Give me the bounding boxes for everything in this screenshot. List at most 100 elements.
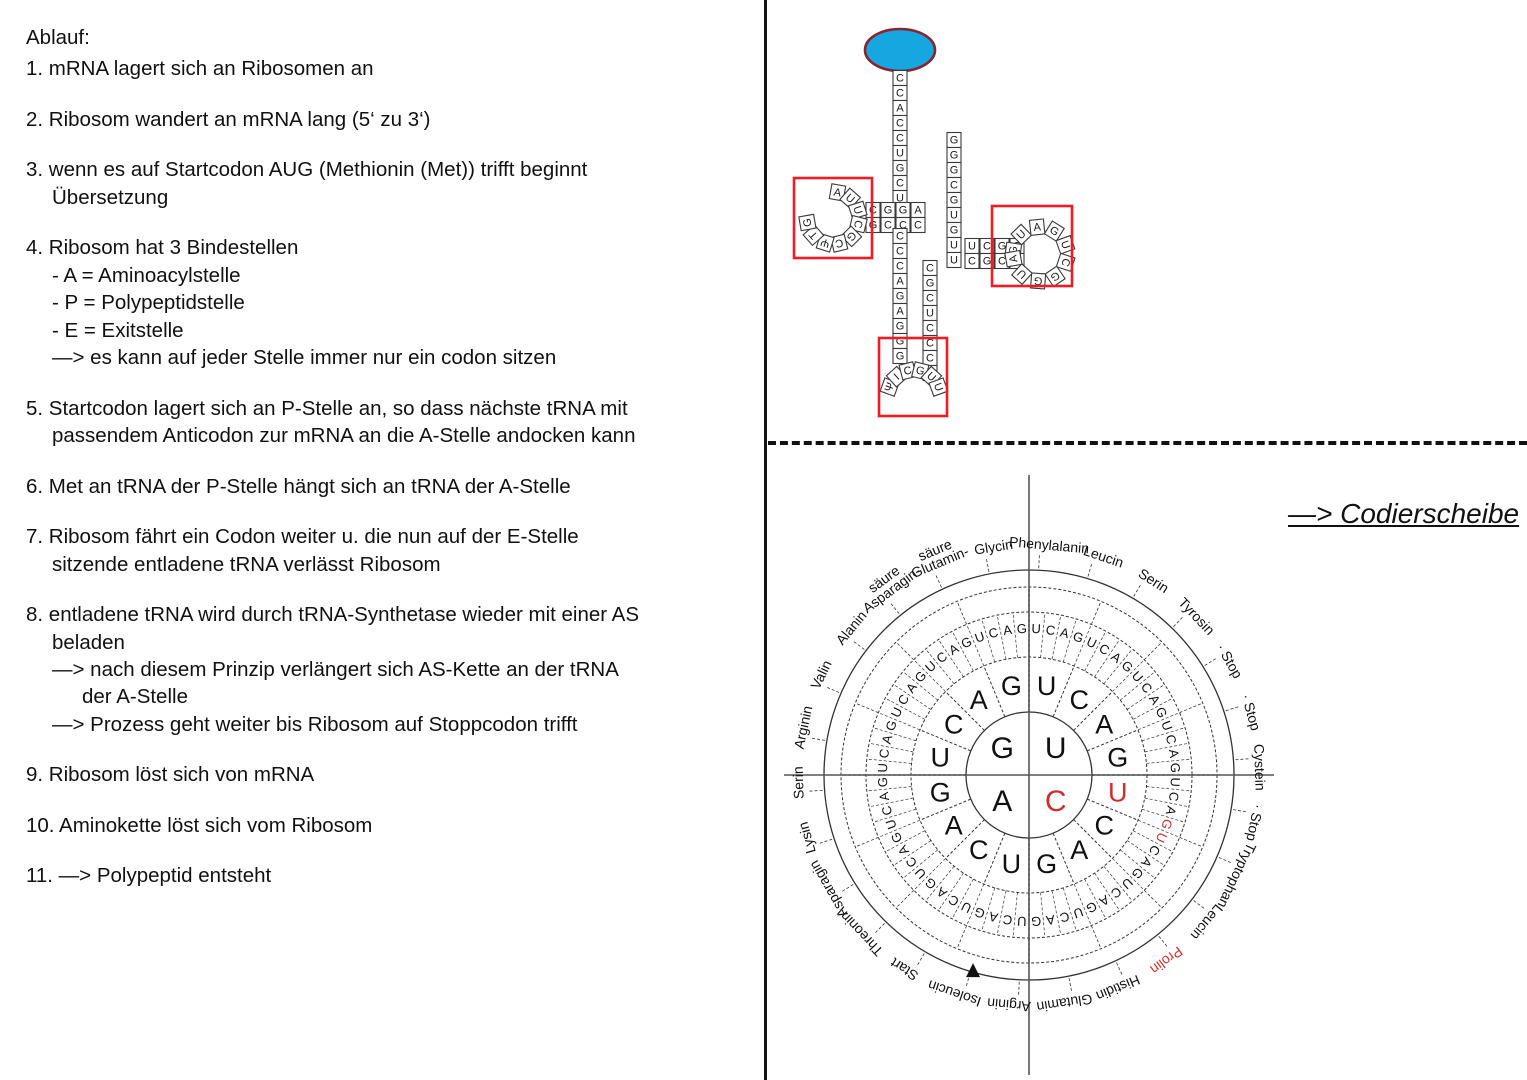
svg-text:A: A [833, 186, 843, 199]
svg-text:C: C [896, 261, 904, 273]
procedure-step: 9. Ribosom löst sich von mRNA [26, 761, 748, 788]
wheel-label: C [1108, 884, 1124, 902]
svg-text:U: U [931, 381, 945, 393]
step-first-line: 5. Startcodon lagert sich an P-Stelle an… [26, 396, 628, 420]
wheel-label: C [876, 748, 892, 759]
wheel-label: A [1146, 692, 1163, 707]
svg-text:G: G [950, 195, 959, 207]
wheel-label: G [972, 904, 987, 922]
horizontal-dashed-divider [768, 441, 1527, 445]
svg-text:C: C [899, 220, 907, 232]
svg-text:C: C [834, 236, 845, 250]
amino-acid-label: Glutamin [1036, 991, 1094, 1015]
wheel-label: C [1058, 909, 1071, 926]
wheel-label: A [946, 641, 961, 658]
svg-text:U: U [850, 205, 864, 216]
amino-acid-label: Serin [1136, 565, 1172, 596]
wheel-label: G [930, 778, 951, 808]
svg-text:U: U [896, 193, 904, 205]
codierscheibe-title: —> Codierscheibe [1288, 498, 1520, 529]
svg-text:C: C [926, 293, 934, 305]
wheel-label: U [922, 658, 939, 675]
wheel-label: G [1031, 914, 1042, 929]
svg-text:A: A [1033, 221, 1042, 234]
wheel-label: A [895, 842, 912, 857]
step-wrapped-line: Übersetzung [52, 185, 169, 209]
step-first-line: 4. Ribosom hat 3 Bindestellen [26, 236, 299, 260]
step-sub-line: - A = Aminoacylstelle [52, 263, 241, 287]
step-first-line: 2. Ribosom wandert an mRNA lang (5‘ zu 3… [26, 107, 431, 131]
step-first-line: 11. —> Polypeptid entsteht [26, 864, 272, 888]
wheel-label: A [1096, 892, 1111, 909]
step-wrapped-line: sitzende entladene tRNA verlässt Ribosom [52, 552, 441, 576]
wheel-label: U [1108, 778, 1128, 808]
wheel-label: C [987, 624, 1000, 641]
svg-text:C: C [896, 133, 904, 145]
amino-acid-label: Serin [790, 766, 807, 799]
step-sub-line: —> es kann auf jeder Stelle immer nur ei… [52, 346, 557, 370]
wheel-label: U [1017, 914, 1027, 929]
wheel-label: U [875, 763, 890, 773]
svg-text:G: G [950, 135, 959, 147]
svg-text:C: C [998, 256, 1006, 268]
wheel-label: A [1059, 625, 1071, 642]
acceptor-stem-left: CCACCUGCUC [892, 69, 908, 222]
step-sub-line: —> Prozess geht weiter bis Ribosom auf S… [52, 712, 578, 736]
wheel-label: C [1166, 791, 1182, 802]
wheel-label: A [987, 909, 999, 926]
svg-text:U: U [1058, 239, 1072, 251]
svg-text:C: C [896, 231, 904, 243]
highlight-box-d-loop [877, 336, 949, 418]
svg-text:G: G [896, 336, 905, 348]
amino-acid-label: Phenylalanin [1009, 533, 1090, 556]
wheel-label: C [1070, 685, 1090, 715]
amino-acid-label: Asparagin [806, 858, 851, 921]
wheel-label: G [991, 732, 1014, 765]
svg-text:U: U [968, 241, 976, 253]
svg-text:C: C [926, 323, 934, 335]
wheel-label: C [1045, 622, 1056, 638]
amino-acid-label: Alanin [832, 608, 869, 648]
procedure-step: 7. Ribosom fährt ein Codon weiter u. die… [26, 523, 748, 578]
svg-text:G: G [896, 321, 905, 333]
svg-text:G: G [950, 150, 959, 162]
svg-text:C: C [926, 338, 934, 350]
svg-text:C: C [983, 241, 991, 253]
step-first-line: 8. entladene tRNA wird durch tRNA-Synthe… [26, 603, 640, 627]
procedure-heading: Ablauf: [26, 26, 90, 49]
svg-text:G: G [983, 256, 992, 268]
svg-text:C: C [1058, 257, 1072, 268]
procedure-step: 3. wenn es auf Startcodon AUG (Methionin… [26, 156, 748, 211]
wheel-label: A [1163, 805, 1180, 817]
amino-acid-label: Leucin [1082, 542, 1126, 570]
step-first-line: 3. wenn es auf Startcodon AUG (Methionin… [26, 158, 588, 182]
wheel-label: U [912, 865, 929, 882]
svg-text:C: C [851, 219, 865, 230]
wheel-label: A [1070, 835, 1088, 865]
svg-text:U: U [896, 148, 904, 160]
wheel-label: A [876, 791, 892, 802]
step-sub-line: - P = Polypeptidstelle [52, 291, 245, 315]
wheel-label: C [1163, 733, 1180, 746]
svg-text:G: G [950, 225, 959, 237]
procedure-step: 11. —> Polypeptid entsteht [26, 862, 748, 889]
svg-text:U: U [950, 255, 958, 267]
wheel-label: G [1001, 671, 1022, 701]
step-sub-line: —> nach diesem Prinzip verlängert sich A… [52, 657, 619, 681]
wheel-label: A [970, 685, 988, 715]
procedure-step: 4. Ribosom hat 3 Bindestellen - A = Amino… [26, 234, 748, 371]
wheel-label: U [1045, 732, 1067, 765]
procedure-step: 8. entladene tRNA wird durch tRNA-Synthe… [26, 601, 748, 738]
amino-acid-label: Tyrosin [1175, 594, 1218, 638]
svg-text:G: G [926, 278, 935, 290]
procedure-step: 6. Met an tRNA der P-Stelle hängt sich a… [26, 473, 748, 500]
wheel-label: G [882, 718, 900, 733]
svg-text:C: C [968, 256, 976, 268]
d-stem-right: CGCUCCCU [922, 259, 938, 382]
amino-acid-label: · Stop [1214, 641, 1246, 682]
wheel-label: U [1119, 875, 1136, 892]
svg-text:Ψ: Ψ [819, 235, 831, 249]
